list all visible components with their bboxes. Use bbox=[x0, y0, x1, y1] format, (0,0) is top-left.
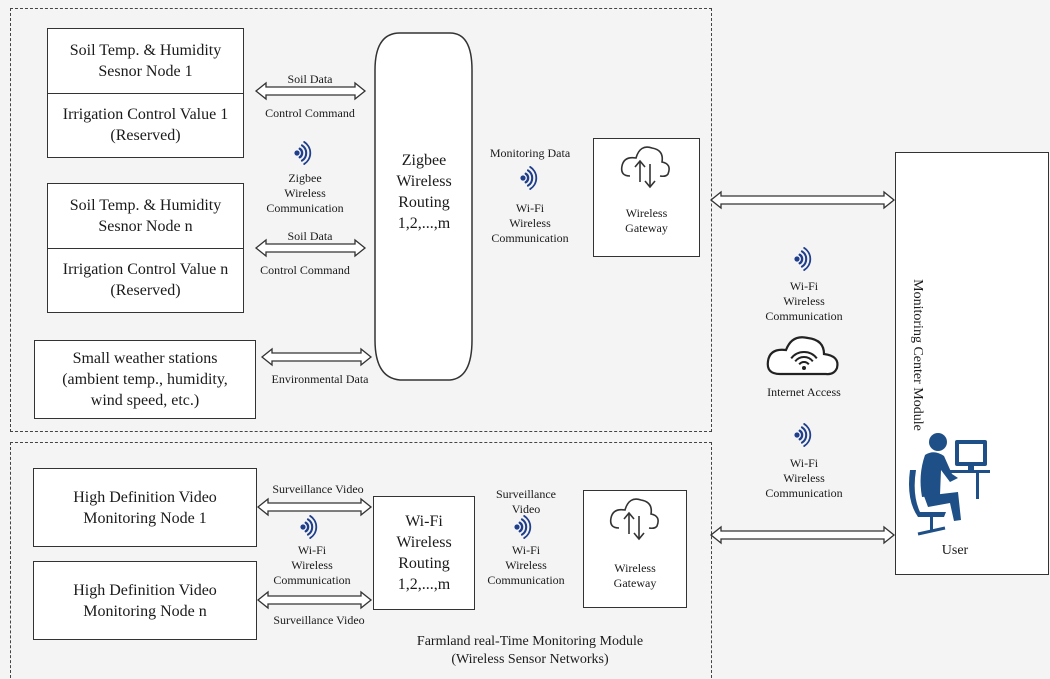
video-node-n-box: High Definition Video Monitoring Node n bbox=[33, 561, 257, 640]
top-gateway-label: Wireless Gateway bbox=[625, 206, 668, 235]
soil-data-1-label: Soil Data bbox=[287, 72, 333, 86]
wifi-communication-mid-label: Wi-Fi Wireless Communication bbox=[487, 543, 565, 587]
control-command-n-label: Control Command bbox=[260, 263, 350, 277]
surveillance-video-bottom-label: Surveillance Video bbox=[273, 613, 365, 627]
bottom-module-frame bbox=[10, 442, 712, 678]
irrigation-control-n-label: Irrigation Control Value n (Reserved) bbox=[62, 261, 229, 299]
zigbee-communication-label: Zigbee Wireless Communication bbox=[266, 171, 344, 215]
environmental-data-label: Environmental Data bbox=[271, 372, 369, 386]
weather-station-box: Small weather stations (ambient temp., h… bbox=[34, 340, 256, 419]
user-label: User bbox=[941, 543, 969, 558]
wifi-icon bbox=[794, 423, 812, 447]
monitoring-data-label: Monitoring Data bbox=[489, 146, 571, 160]
bottom-gateway-box bbox=[583, 490, 687, 608]
farmland-module-caption: Farmland real-Time Monitoring Module (Wi… bbox=[416, 634, 644, 667]
surveillance-video-mid-label: Surveillance Video bbox=[496, 487, 556, 516]
wifi-routing-label: Wi-Fi Wireless Routing 1,2,...,m bbox=[396, 513, 452, 593]
video-node-1-label: High Definition Video Monitoring Node 1 bbox=[73, 488, 217, 527]
surveillance-video-top-label: Surveillance Video bbox=[272, 482, 364, 496]
surveillance-arrow-top bbox=[256, 497, 373, 517]
wifi-communication-top-label: Wi-Fi Wireless Communication bbox=[491, 201, 569, 245]
surveillance-arrow-bottom bbox=[256, 590, 373, 610]
wifi-communication-right-top-label: Wi-Fi Wireless Communication bbox=[765, 279, 843, 323]
weather-station-label: Small weather stations (ambient temp., h… bbox=[62, 350, 228, 409]
sensor-node-1-box: Soil Temp. & Humidity Sesnor Node 1 Irri… bbox=[47, 28, 244, 158]
sensor-node-n-label: Soil Temp. & Humidity Sesnor Node n bbox=[48, 184, 243, 249]
user-computer-icon bbox=[909, 433, 990, 536]
zigbee-routing-label: Zigbee Wireless Routing 1,2,...,m bbox=[396, 152, 452, 232]
top-module-frame bbox=[10, 8, 712, 432]
cloud-upload-icon bbox=[620, 146, 670, 189]
monitoring-center-box bbox=[895, 152, 1049, 575]
irrigation-control-1-label: Irrigation Control Value 1 (Reserved) bbox=[62, 106, 229, 144]
wifi-icon bbox=[794, 247, 812, 271]
internet-access-label: Internet Access bbox=[767, 385, 841, 399]
icons-layer bbox=[294, 141, 990, 541]
control-command-1-label: Control Command bbox=[265, 106, 355, 120]
video-node-1-box: High Definition Video Monitoring Node 1 bbox=[33, 468, 257, 547]
environmental-data-arrow bbox=[260, 347, 373, 367]
double-arrows bbox=[254, 81, 896, 610]
gateway-center-arrow-top bbox=[709, 190, 896, 210]
wifi-communication-left-label: Wi-Fi Wireless Communication bbox=[273, 543, 351, 587]
soil-data-n-label: Soil Data bbox=[287, 229, 333, 243]
top-gateway-box bbox=[593, 138, 700, 257]
gateway-center-arrow-bottom bbox=[709, 525, 896, 545]
soil-data-arrow-1 bbox=[254, 81, 367, 101]
video-node-n-label: High Definition Video Monitoring Node n bbox=[73, 581, 217, 620]
wifi-communication-right-bottom-label: Wi-Fi Wireless Communication bbox=[765, 456, 843, 500]
wifi-routing-box: Wi-Fi Wireless Routing 1,2,...,m bbox=[373, 496, 475, 610]
sensor-node-1-label: Soil Temp. & Humidity Sesnor Node 1 bbox=[48, 29, 243, 94]
wifi-icon bbox=[300, 515, 318, 539]
bottom-gateway-label: Wireless Gateway bbox=[613, 561, 657, 590]
cloud-wifi-icon bbox=[766, 336, 839, 376]
cloud-upload-icon bbox=[609, 498, 659, 541]
wifi-icon bbox=[294, 141, 312, 165]
sensor-node-n-box: Soil Temp. & Humidity Sesnor Node n Irri… bbox=[47, 183, 244, 313]
soil-data-arrow-n bbox=[254, 238, 367, 258]
wifi-icon bbox=[520, 166, 538, 190]
wifi-icon bbox=[514, 515, 532, 539]
